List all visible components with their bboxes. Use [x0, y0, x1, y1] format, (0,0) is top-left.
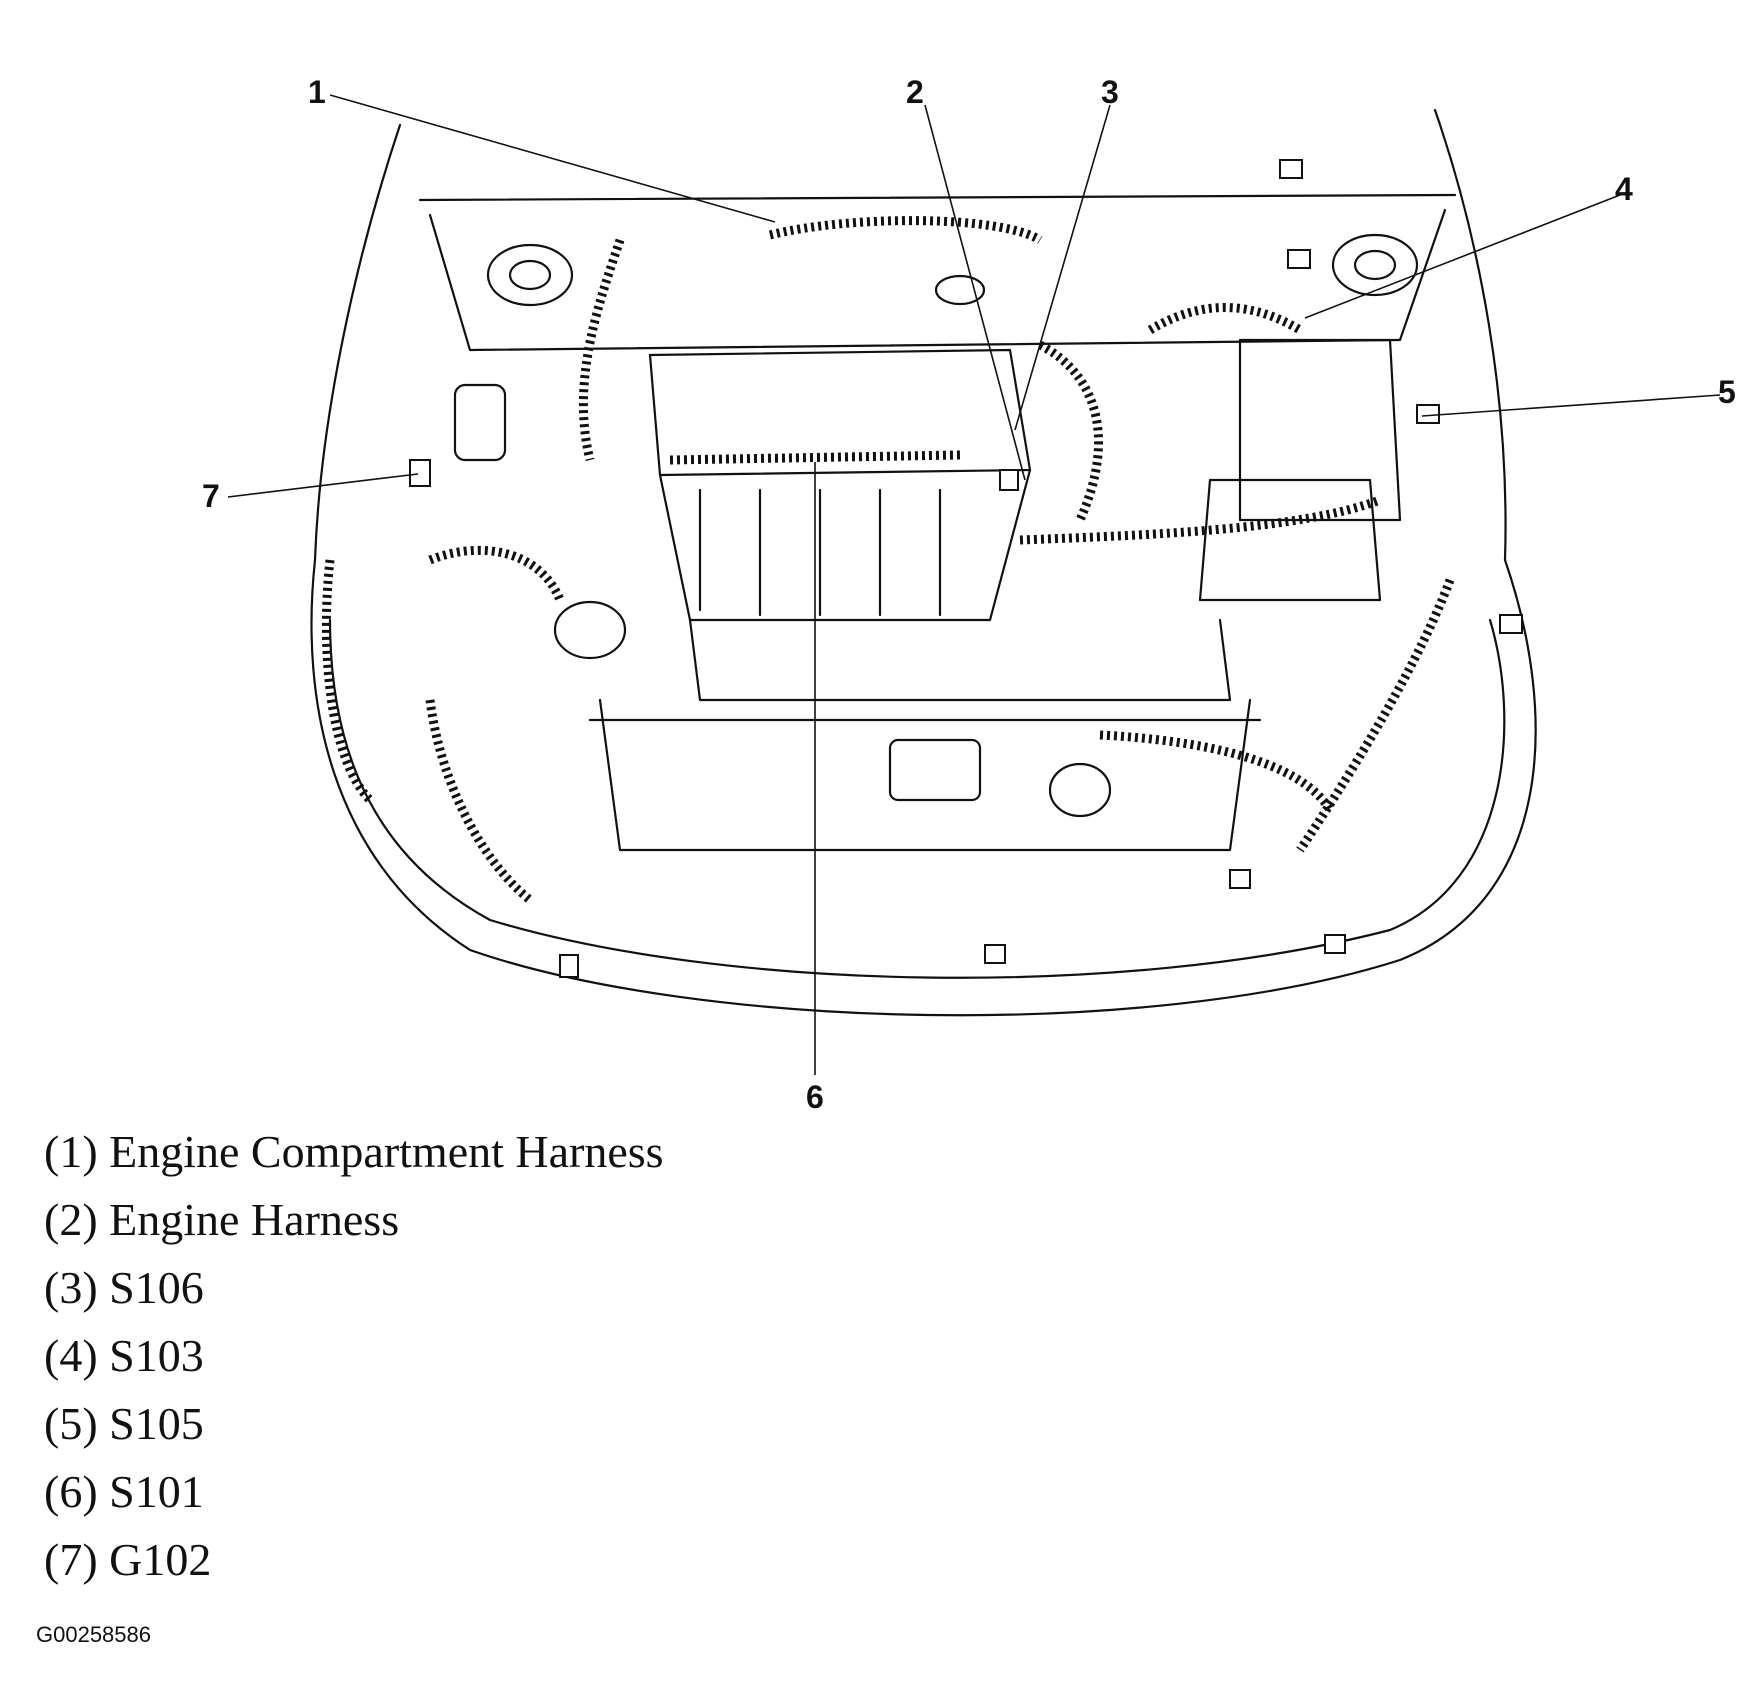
legend-item: (7) G102 — [44, 1526, 664, 1594]
legend-label: S106 — [109, 1262, 204, 1313]
reservoirs — [453, 338, 1402, 660]
legend-label: G102 — [109, 1534, 212, 1585]
callout-5: 5 — [1718, 374, 1736, 410]
callout-4: 4 — [1615, 171, 1633, 207]
wiring-harnesses — [321, 216, 1455, 904]
component-legend: (1) Engine Compartment Harness (2) Engin… — [44, 1118, 664, 1594]
callout-2: 2 — [906, 74, 924, 110]
legend-number: (2) — [44, 1194, 98, 1245]
legend-number: (6) — [44, 1466, 98, 1517]
legend-label: Engine Compartment Harness — [109, 1126, 664, 1177]
legend-number: (5) — [44, 1398, 98, 1449]
callout-3: 3 — [1101, 74, 1119, 110]
callout-7: 7 — [202, 478, 220, 514]
callout-1: 1 — [308, 74, 326, 110]
legend-item: (4) S103 — [44, 1322, 664, 1390]
legend-item: (6) S101 — [44, 1458, 664, 1526]
legend-item: (5) S105 — [44, 1390, 664, 1458]
legend-label: S101 — [109, 1466, 204, 1517]
callout-6: 6 — [806, 1079, 824, 1115]
legend-item: (3) S106 — [44, 1254, 664, 1322]
callout-numbers: 1 2 3 4 5 6 7 — [202, 74, 1736, 1115]
legend-number: (1) — [44, 1126, 98, 1177]
legend-number: (4) — [44, 1330, 98, 1381]
legend-label: S103 — [109, 1330, 204, 1381]
engine-compartment-illustration: 1 2 3 4 5 6 7 — [202, 74, 1736, 1115]
strut-tower-left — [486, 243, 574, 307]
legend-item: (2) Engine Harness — [44, 1186, 664, 1254]
callout-leaders — [227, 94, 1721, 1075]
body-outline — [310, 108, 1537, 1017]
legend-label: Engine Harness — [109, 1194, 400, 1245]
strut-tower-right — [1331, 233, 1419, 297]
legend-label: S105 — [109, 1398, 204, 1449]
engine-block — [588, 274, 1262, 852]
legend-item: (1) Engine Compartment Harness — [44, 1118, 664, 1186]
legend-number: (3) — [44, 1262, 98, 1313]
connectors — [409, 159, 1523, 978]
legend-number: (7) — [44, 1534, 98, 1585]
figure-id: G00258586 — [36, 1622, 151, 1647]
